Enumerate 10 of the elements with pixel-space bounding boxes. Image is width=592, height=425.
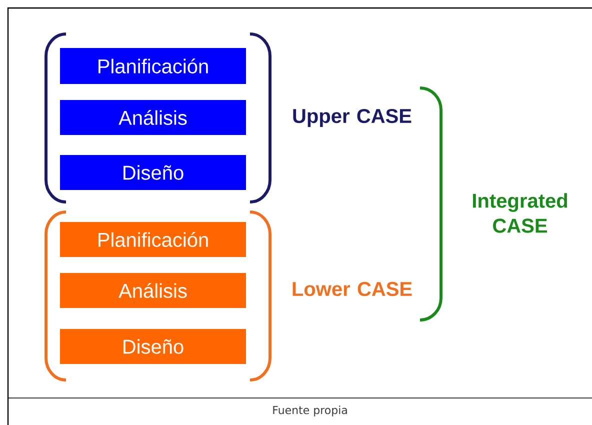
group-label: Integrated CASE [473, 193, 568, 233]
process-box: Análisis [60, 100, 246, 135]
process-box: Análisis [60, 273, 246, 308]
group-label: Upper CASE [293, 108, 412, 128]
process-box: Diseño [60, 329, 246, 364]
group-label: Lower CASE [292, 282, 412, 296]
process-box: Planificación [60, 222, 246, 257]
process-box: Diseño [60, 155, 246, 190]
caption: Fuente propia [273, 406, 347, 416]
process-box: Planificación [60, 48, 246, 84]
